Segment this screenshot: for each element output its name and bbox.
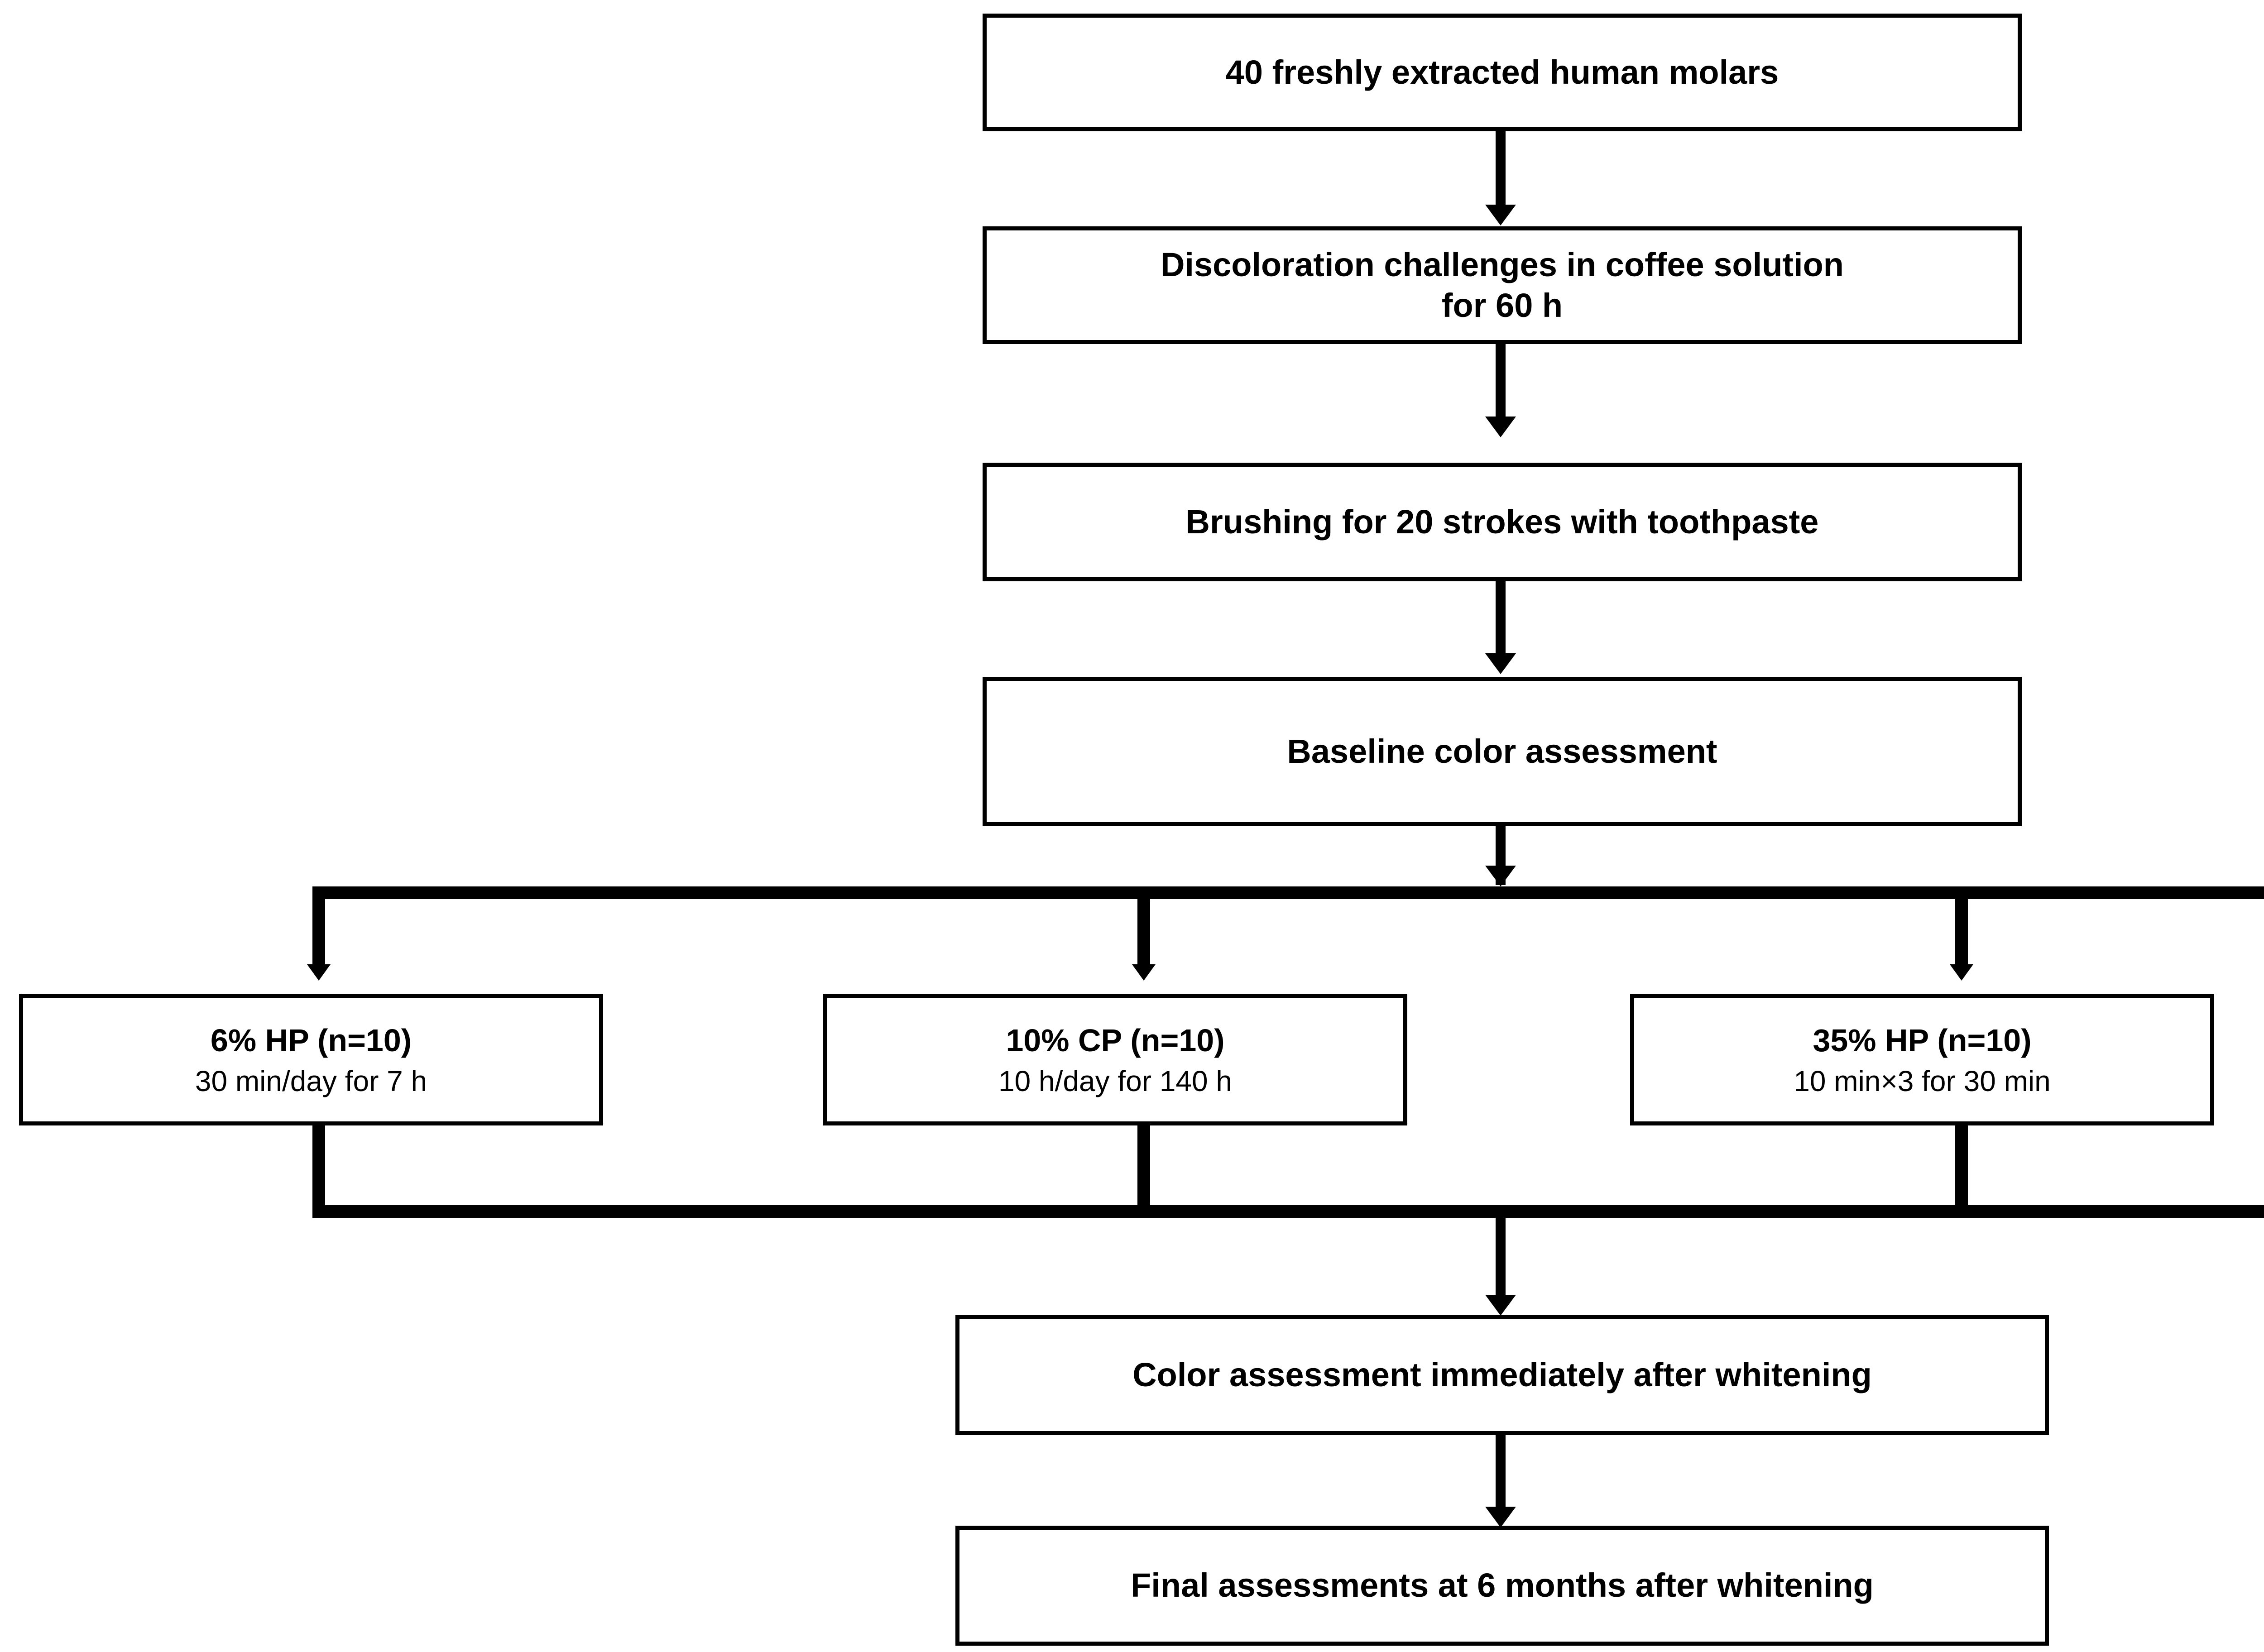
arrowhead-brushing-to-baseline	[1485, 653, 1516, 674]
branch-drop-group-2	[1137, 899, 1150, 971]
group-2-regimen: 10 h/day for 140 h	[998, 1064, 1232, 1097]
node-brushing: Brushing for 20 strokes with toothpaste	[983, 463, 2022, 581]
group-3-agent: 35% HP (n=10)	[1813, 1022, 2032, 1058]
node-immediate-assessment: Color assessment immediately after white…	[955, 1315, 2049, 1435]
connector-brushing-to-baseline	[1496, 581, 1506, 661]
split-distributor-bar	[312, 886, 2264, 899]
arrowhead-group-3	[1950, 964, 1973, 981]
connector-merge-to-immediate	[1496, 1218, 1506, 1302]
group-box-1: 6% HP (n=10) 30 min/day for 7 h	[19, 994, 603, 1125]
node-sample: 40 freshly extracted human molars	[983, 14, 2022, 131]
connector-sample-to-discoloration	[1496, 131, 1506, 213]
node-discoloration-subtext: for 60 h	[1441, 287, 1563, 324]
branch-drop-group-1	[312, 899, 325, 971]
node-baseline: Baseline color assessment	[983, 677, 2022, 826]
node-final-assessment-text: Final assessments at 6 months after whit…	[1131, 1566, 1874, 1604]
node-final-assessment: Final assessments at 6 months after whit…	[955, 1526, 2049, 1646]
node-sample-text: 40 freshly extracted human molars	[1225, 53, 1779, 91]
node-brushing-text: Brushing for 20 strokes with toothpaste	[1185, 503, 1819, 541]
node-discoloration-text: Discoloration challenges in coffee solut…	[1160, 245, 1844, 283]
group-2-agent: 10% CP (n=10)	[1006, 1022, 1225, 1058]
group-box-3: 35% HP (n=10) 10 min×3 for 30 min	[1630, 994, 2214, 1125]
arrowhead-immediate-to-final	[1485, 1507, 1516, 1528]
node-baseline-text: Baseline color assessment	[1287, 732, 1717, 770]
branch-rise-group-2	[1137, 1125, 1150, 1218]
branch-rise-group-3	[1955, 1125, 1968, 1218]
connector-discoloration-to-brushing	[1496, 344, 1506, 423]
arrowhead-group-2	[1132, 964, 1156, 981]
arrowhead-merge-to-immediate	[1485, 1295, 1516, 1316]
branch-drop-group-3	[1955, 899, 1968, 971]
arrowhead-sample-to-discoloration	[1485, 205, 1516, 225]
merge-collector-bar	[312, 1205, 2264, 1218]
group-1-regimen: 30 min/day for 7 h	[195, 1064, 427, 1097]
branch-rise-group-1	[312, 1125, 325, 1218]
group-1-agent: 6% HP (n=10)	[210, 1022, 412, 1058]
group-3-regimen: 10 min×3 for 30 min	[1794, 1064, 2051, 1097]
node-immediate-assessment-text: Color assessment immediately after white…	[1132, 1356, 1872, 1394]
connector-immediate-to-final	[1496, 1435, 1506, 1512]
group-box-2: 10% CP (n=10) 10 h/day for 140 h	[823, 994, 1407, 1125]
node-discoloration: Discoloration challenges in coffee solut…	[983, 226, 2022, 344]
arrowhead-discoloration-to-brushing	[1485, 417, 1516, 437]
arrowhead-baseline-to-split	[1485, 866, 1516, 886]
arrowhead-group-1	[307, 964, 331, 981]
